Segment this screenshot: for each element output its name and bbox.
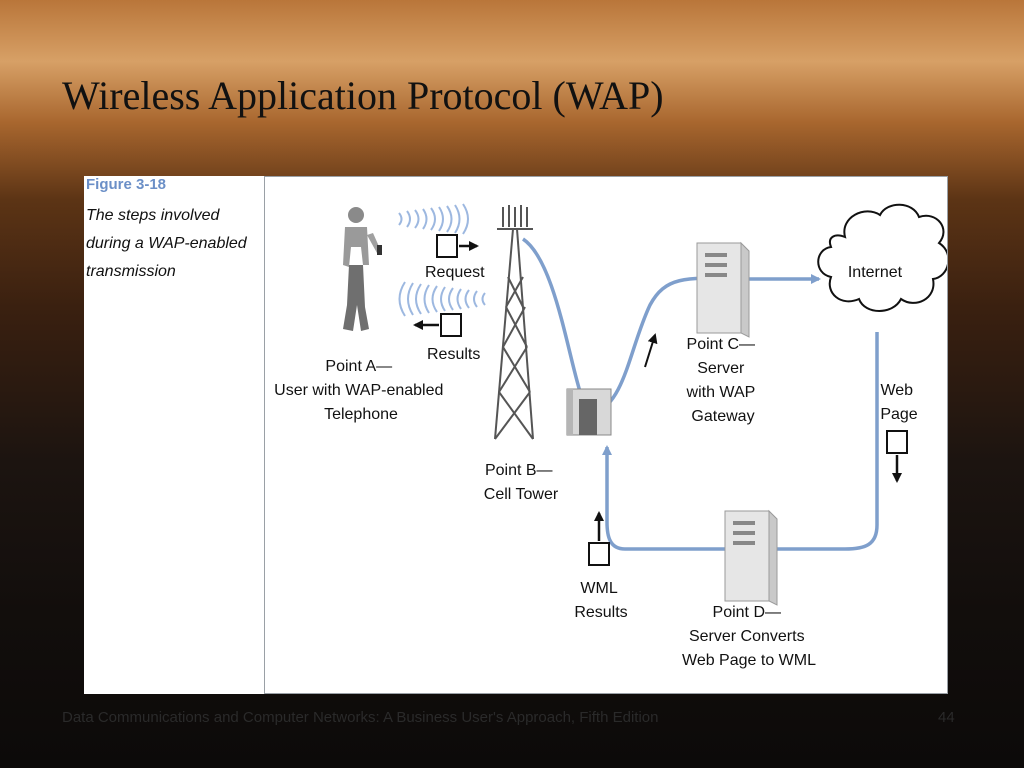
results-label: Results [427,346,480,363]
wap-diagram-svg: Request Results Point A— User with WAP-e… [274,203,947,669]
point-c-label: Point C— Server with WAP Gateway [686,336,760,425]
conversion-server-icon [724,509,778,606]
wap-gateway-server-icon [696,241,750,338]
results-message-icon [413,313,462,337]
point-b-label: Point B— Cell Tower [484,462,559,503]
figure-panel: Figure 3-18 The steps involved during a … [84,176,948,694]
slide-title: Wireless Application Protocol (WAP) [62,73,664,118]
base-station-icon [566,388,612,436]
internet-cloud-icon [817,203,947,312]
page-number: 44 [938,709,955,726]
cell-tower-icon [494,205,534,440]
figure-number: Figure 3-18 [86,176,167,193]
figure-caption-column: Figure 3-18 The steps involved during a … [84,176,264,694]
outbound-arrow-icon [644,333,658,368]
slide-footer: Data Communications and Computer Network… [62,709,659,726]
tower-to-gateway-link [521,237,821,416]
person-with-phone-icon [343,207,382,331]
request-label: Request [425,264,485,281]
web-page-message-icon [886,430,908,483]
wap-diagram: Request Results Point A— User with WAP-e… [264,176,948,694]
request-message-icon [436,234,479,258]
request-signal-waves-icon [398,203,469,235]
point-d-label: Point D— Server Converts Web Page to WML [682,604,816,669]
wml-results-label: WML Results [574,580,627,621]
internet-label: Internet [848,264,903,281]
web-page-label: Web Page [880,382,917,423]
results-signal-waves-icon [398,281,486,317]
figure-caption: The steps involved during a WAP-enabled … [86,207,247,280]
point-a-label: Point A— User with WAP-enabled Telephone [274,358,448,423]
wml-results-message-icon [588,511,610,566]
